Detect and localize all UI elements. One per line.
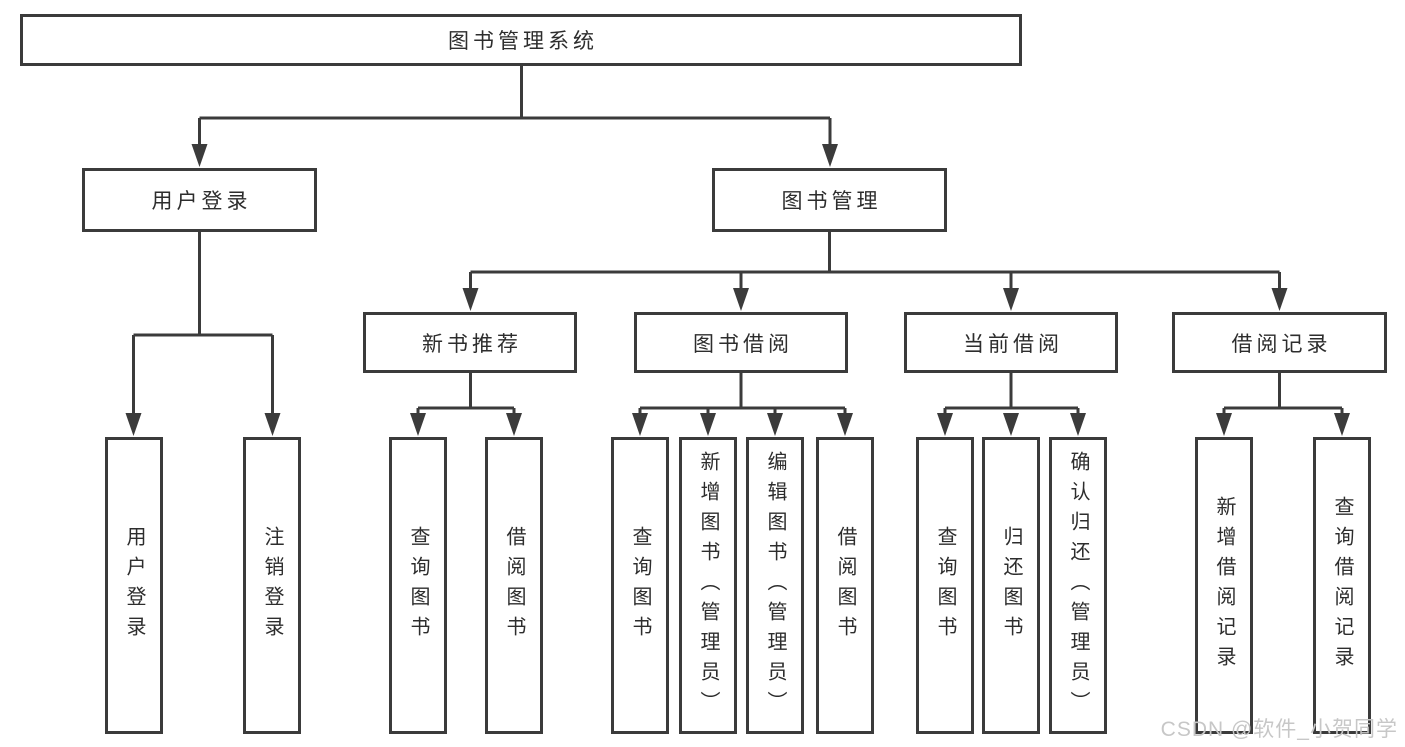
leaf-logout: 注销登录 (243, 437, 301, 734)
leaf-label: 借阅图书 (503, 525, 525, 646)
node-user-login: 用户登录 (82, 168, 317, 232)
leaf-query-borrow-record: 查询借阅记录 (1313, 437, 1371, 734)
leaf-label: 借阅图书 (834, 525, 856, 646)
node-root: 图书管理系统 (20, 14, 1022, 66)
leaf-user-login: 用户登录 (105, 437, 163, 734)
watermark: CSDN @软件_小贺同学 (1160, 718, 1398, 741)
node-new-book-recommend-label: 新书推荐 (422, 332, 522, 356)
arrowheads (125, 144, 1350, 436)
node-book-management: 图书管理 (712, 168, 947, 232)
node-current-borrow-label: 当前借阅 (963, 332, 1063, 356)
node-book-borrow: 图书借阅 (634, 312, 848, 373)
leaf-label: 确认归还（管理员） (1067, 450, 1089, 721)
leaf-label: 查询图书 (934, 525, 956, 646)
node-borrow-records-label: 借阅记录 (1231, 332, 1332, 356)
leaf-label: 用户登录 (123, 525, 145, 646)
leaf-label: 编辑图书（管理员） (764, 450, 786, 721)
node-book-management-label: 图书管理 (781, 190, 882, 213)
node-current-borrow: 当前借阅 (904, 312, 1118, 373)
leaf-label: 查询图书 (407, 525, 429, 646)
leaf-query-books-current: 查询图书 (916, 437, 974, 734)
leaf-query-books-recommend: 查询图书 (389, 437, 447, 734)
node-root-label: 图书管理系统 (448, 30, 598, 53)
leaf-edit-books-admin: 编辑图书（管理员） (746, 437, 804, 734)
leaf-add-books-admin: 新增图书（管理员） (679, 437, 737, 734)
leaf-label: 归还图书 (1000, 525, 1022, 646)
leaf-label: 注销登录 (261, 525, 283, 646)
leaf-label: 新增借阅记录 (1213, 495, 1235, 676)
node-book-borrow-label: 图书借阅 (693, 332, 793, 356)
leaf-label: 查询借阅记录 (1331, 495, 1353, 676)
leaf-return-books: 归还图书 (982, 437, 1040, 734)
leaf-borrow-books-recommend: 借阅图书 (485, 437, 543, 734)
leaf-label: 新增图书（管理员） (697, 450, 719, 721)
leaf-query-books-borrow: 查询图书 (611, 437, 669, 734)
leaf-borrow-books: 借阅图书 (816, 437, 874, 734)
leaf-label: 查询图书 (629, 525, 651, 646)
leaf-add-borrow-record: 新增借阅记录 (1195, 437, 1253, 734)
leaf-confirm-return-admin: 确认归还（管理员） (1049, 437, 1107, 734)
node-user-login-label: 用户登录 (151, 190, 252, 213)
node-borrow-records: 借阅记录 (1172, 312, 1387, 373)
node-new-book-recommend: 新书推荐 (363, 312, 577, 373)
